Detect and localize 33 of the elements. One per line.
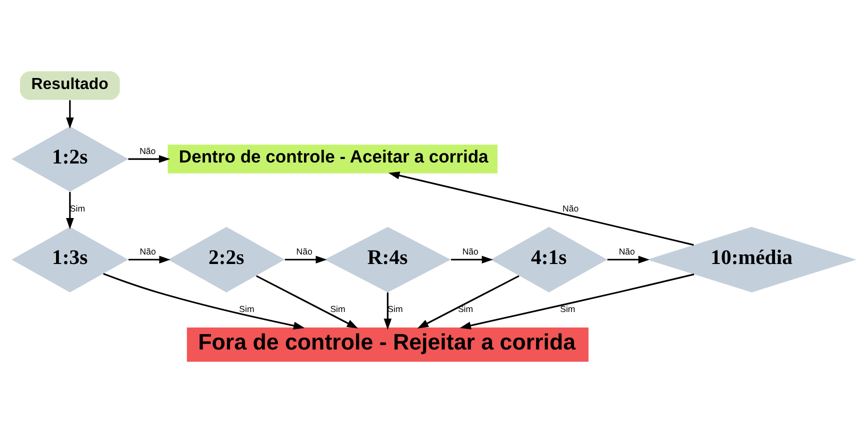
node-diamond: 1:2s	[12, 126, 128, 192]
arrow	[128, 154, 170, 162]
edge-label: Não	[140, 246, 156, 256]
node-box: Fora de controle - Rejeitar a corrida	[186, 326, 588, 362]
node-diamond: R:4s	[324, 226, 451, 292]
edge-label: Não	[296, 246, 312, 256]
arrow	[128, 255, 170, 264]
edge-label: Não	[140, 146, 156, 156]
arrow	[66, 100, 74, 128]
edge-label: Sim	[70, 203, 86, 214]
arrow	[417, 274, 520, 328]
edge-label: Não	[562, 203, 579, 214]
edge-label: Não	[462, 246, 478, 256]
node-diamond: 2:2s	[168, 226, 285, 292]
arrow	[384, 292, 392, 330]
arrow	[388, 171, 694, 246]
edge-label: Não	[618, 246, 635, 256]
arrow	[256, 274, 358, 328]
edge-label: Sim	[239, 304, 254, 314]
edge-label: Sim	[330, 304, 346, 314]
edge-label: Sim	[388, 304, 403, 314]
node-box: Resultado	[20, 70, 120, 100]
node-diamond: 10:média	[647, 226, 856, 292]
arrow	[103, 272, 305, 329]
arrow	[607, 255, 650, 264]
arrow	[460, 273, 694, 329]
arrow	[284, 255, 327, 264]
arrow	[450, 255, 494, 264]
node-diamond: 1:3s	[12, 226, 128, 292]
node-diamond: 4:1s	[490, 226, 608, 292]
arrow	[66, 191, 74, 229]
edge-label: Sim	[560, 304, 576, 314]
node-box: Dentro de controle - Aceitar a corrida	[168, 144, 498, 173]
